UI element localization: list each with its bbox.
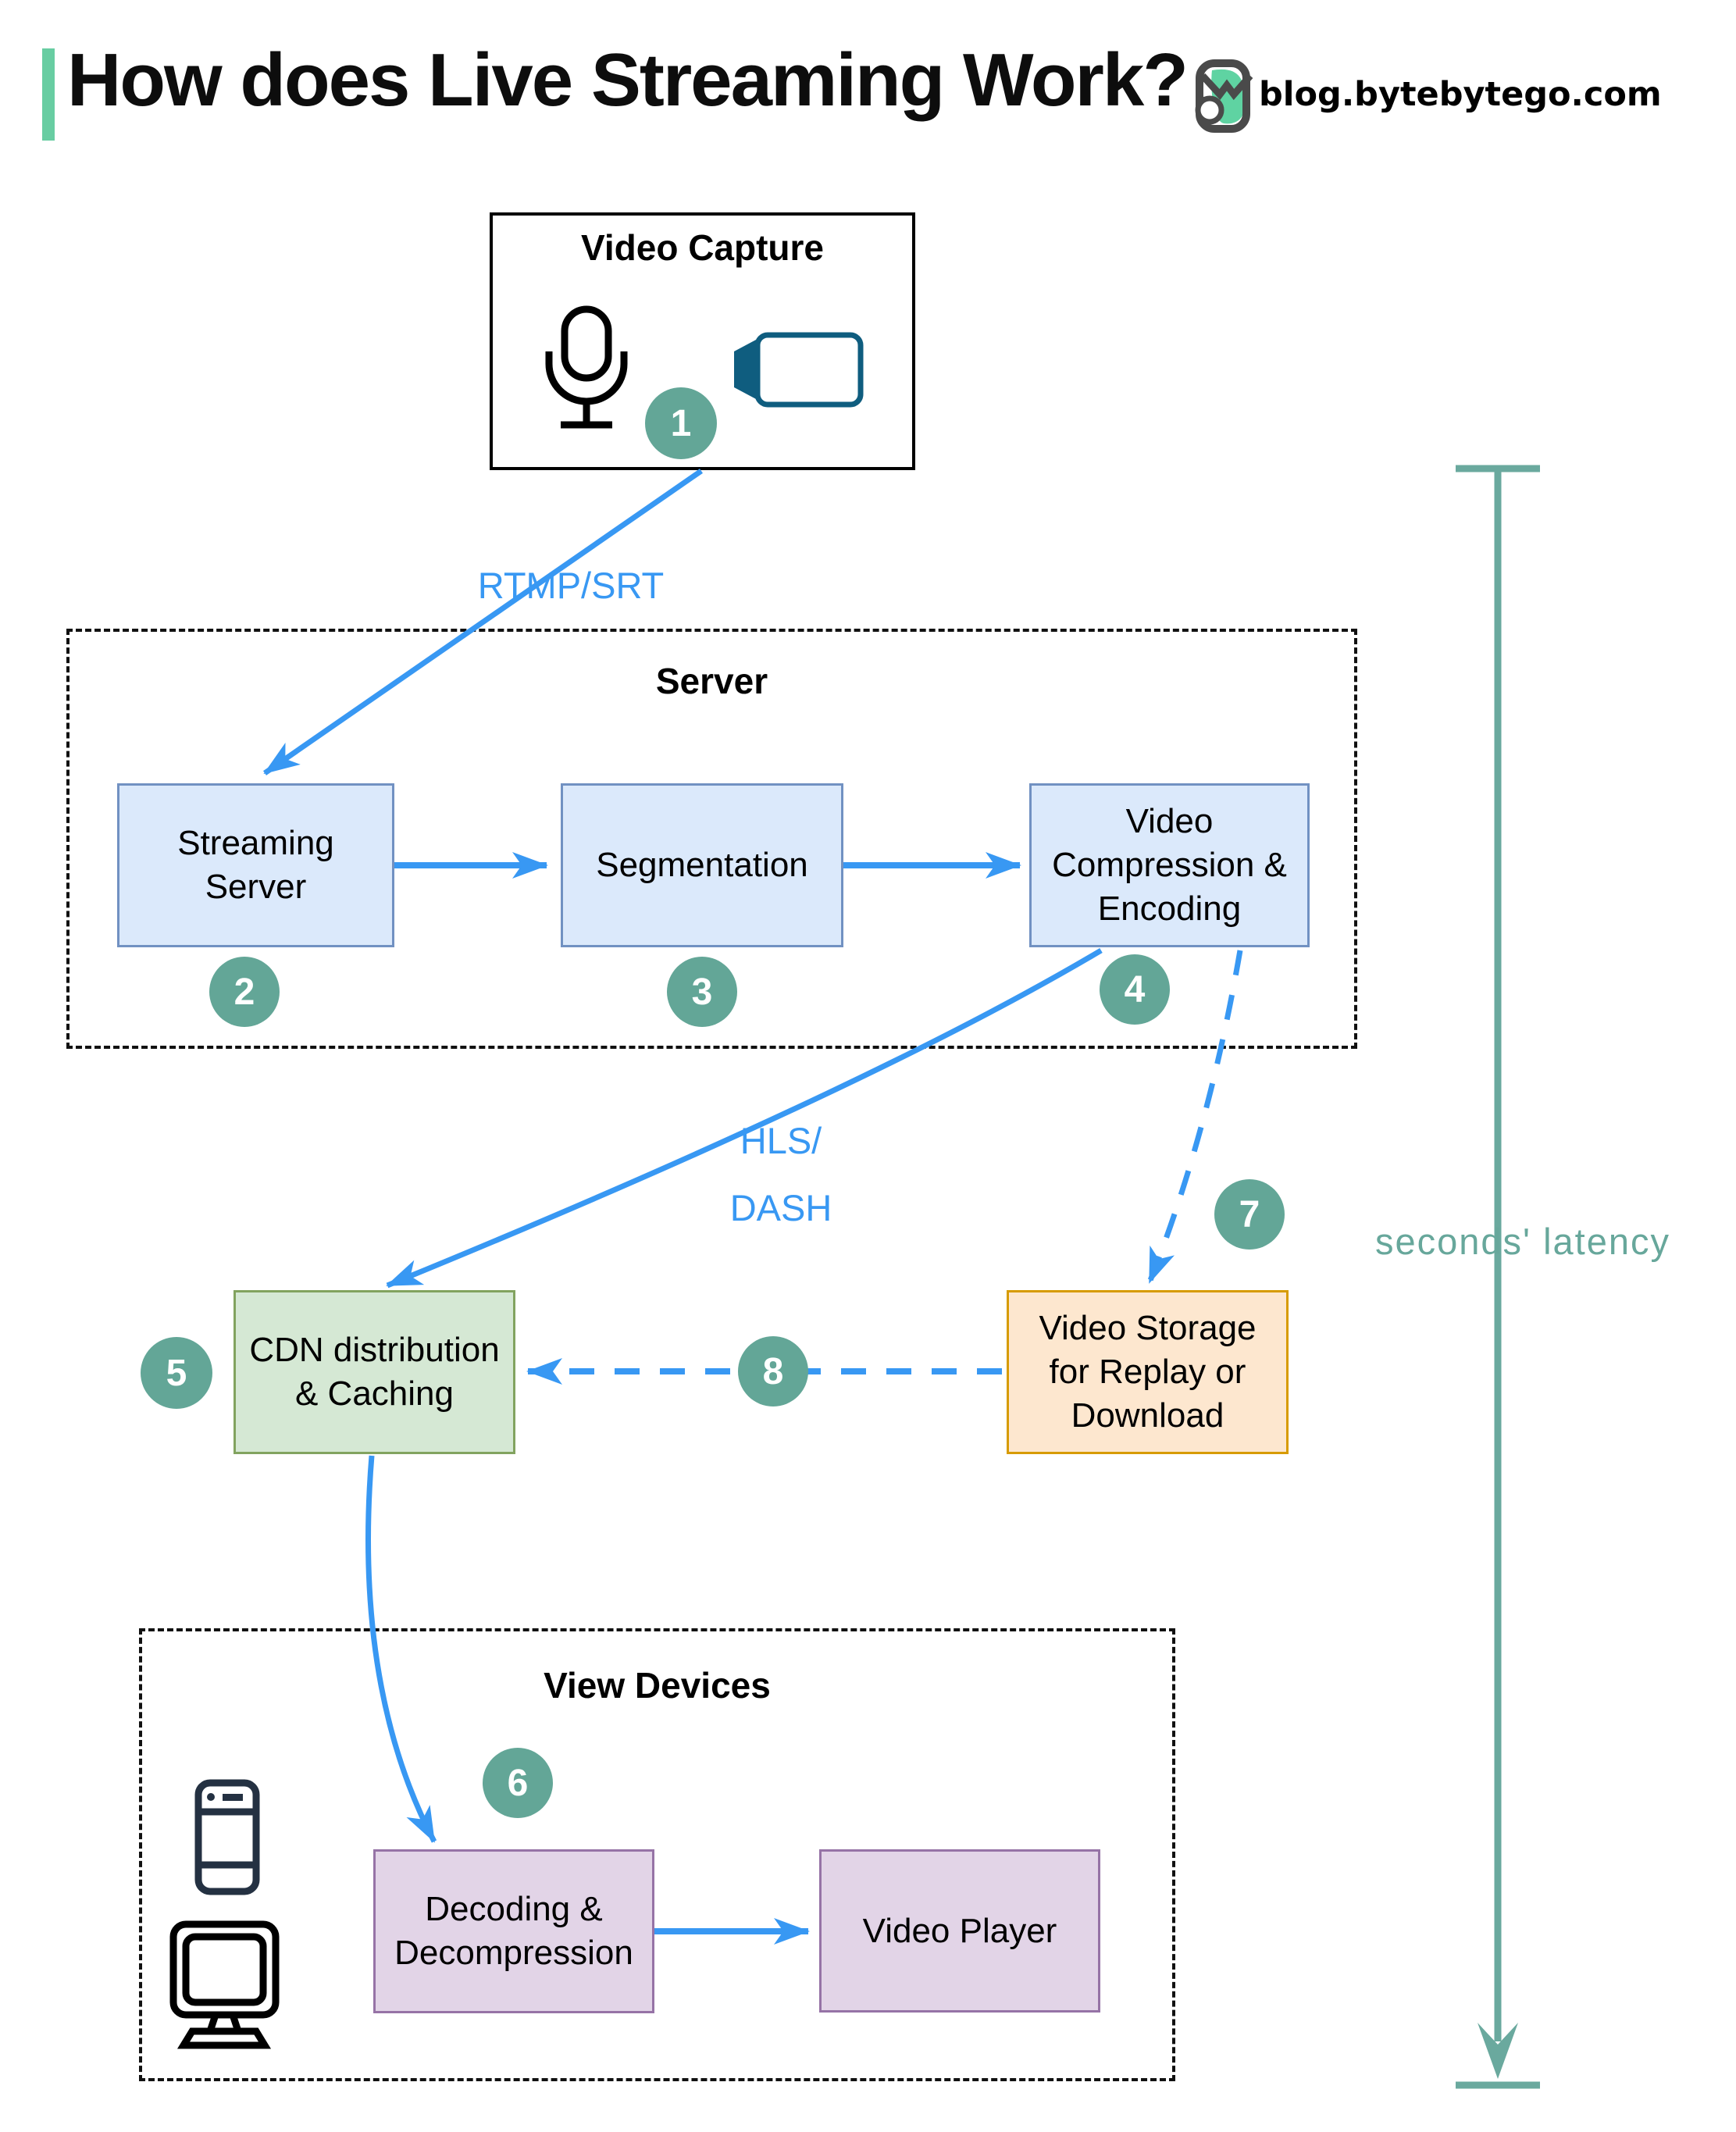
node-label: for Replay or	[1049, 1353, 1246, 1391]
step-badge-5: 5	[141, 1337, 212, 1409]
edge-label-line: DASH	[729, 1187, 832, 1228]
step-number: 4	[1124, 968, 1146, 1011]
step-badge-7: 7	[1214, 1179, 1285, 1250]
edge-label-line: HLS/	[740, 1120, 822, 1161]
node-label: Video	[1125, 802, 1214, 840]
view-devices-title: View Devices	[544, 1665, 771, 1706]
video-capture-title: Video Capture	[581, 227, 824, 268]
node-label: Segmentation	[596, 846, 808, 884]
latency-label: seconds' latency	[1374, 1221, 1670, 1262]
step-number: 6	[507, 1762, 529, 1804]
edge-label-hls-dash: HLS/ DASH	[679, 1107, 882, 1242]
step-number: 3	[691, 971, 713, 1013]
step-number: 5	[166, 1352, 187, 1394]
node-cdn-distribution-caching: CDN distribution & Caching	[233, 1290, 515, 1454]
step-badge-3: 3	[667, 957, 737, 1027]
node-video-player: Video Player	[819, 1849, 1100, 2013]
bytebytego-logo-icon	[1195, 59, 1253, 133]
node-label: CDN distribution	[249, 1331, 500, 1369]
node-label: Streaming	[177, 824, 334, 862]
node-segmentation: Segmentation	[561, 783, 843, 947]
step-badge-1: 1	[645, 387, 717, 459]
server-title: Server	[655, 661, 768, 701]
step-number: 8	[762, 1350, 784, 1392]
node-label: Server	[205, 868, 307, 906]
node-label: Encoding	[1097, 890, 1242, 928]
node-label: Decompression	[394, 1934, 633, 1972]
latency-span-arrow	[1456, 465, 1540, 2089]
node-label: Video Storage	[1039, 1309, 1257, 1347]
step-badge-6: 6	[483, 1748, 553, 1818]
node-label: & Caching	[294, 1374, 454, 1413]
edge-label-rtmp-srt: RTMP/SRT	[477, 565, 665, 606]
site-url: blog.bytebytego.com	[1259, 75, 1662, 114]
node-label: Decoding &	[425, 1890, 603, 1928]
node-streaming-server: Streaming Server	[117, 783, 394, 947]
step-number: 2	[233, 971, 255, 1013]
node-label: Download	[1071, 1396, 1224, 1435]
node-video-storage: Video Storage for Replay or Download	[1007, 1290, 1289, 1454]
node-decoding-decompression: Decoding & Decompression	[373, 1849, 654, 2013]
step-number: 7	[1239, 1193, 1260, 1235]
step-badge-8: 8	[738, 1336, 808, 1406]
node-label: Compression &	[1052, 846, 1287, 884]
node-label: Video Player	[862, 1911, 1057, 1950]
node-video-compression-encoding: Video Compression & Encoding	[1029, 783, 1310, 947]
step-badge-4: 4	[1100, 954, 1170, 1025]
page-title: How does Live Streaming Work?	[67, 38, 1189, 122]
title-accent-bar	[42, 48, 55, 141]
step-badge-2: 2	[209, 957, 280, 1027]
step-number: 1	[670, 402, 692, 444]
